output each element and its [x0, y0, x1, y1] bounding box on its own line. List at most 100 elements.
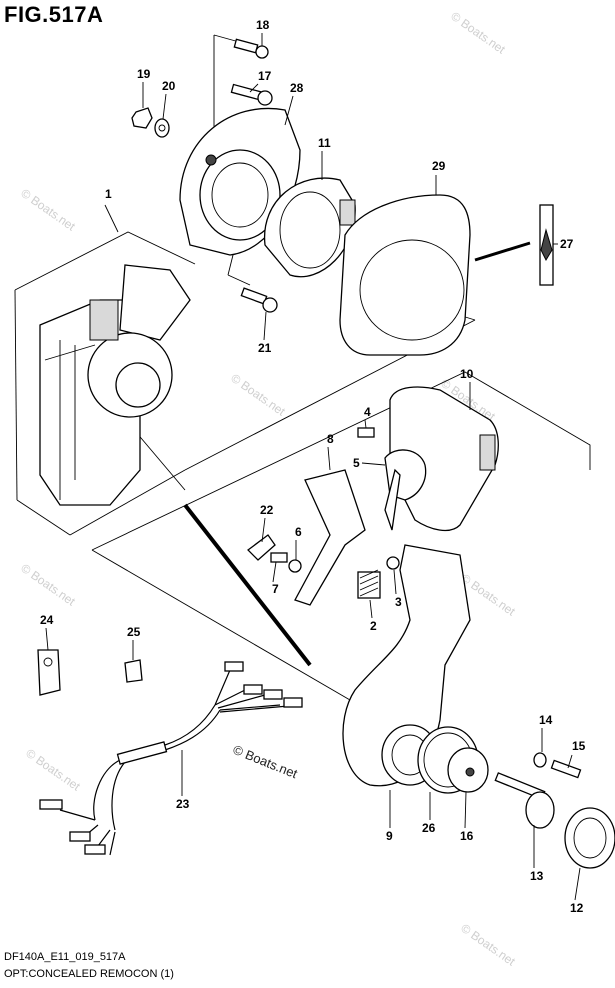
callout-number: 22	[260, 503, 274, 517]
callout-16: 16	[460, 791, 474, 843]
callout-leader-line	[45, 627, 49, 651]
callout-12: 12	[570, 867, 584, 915]
callout-number: 23	[176, 797, 190, 811]
trim-panel	[339, 194, 471, 356]
callout-23: 23	[176, 750, 190, 811]
callout-leader-line	[364, 419, 367, 429]
spring-nut	[357, 556, 400, 599]
callout-17: 17	[249, 69, 272, 93]
callout-leader-line	[369, 599, 373, 619]
callout-26: 26	[422, 792, 436, 835]
watermark-text: © Boats.net	[18, 561, 78, 609]
housing-cover	[389, 386, 499, 532]
callout-number: 2	[370, 619, 377, 633]
watermark-text: © Boats.net	[228, 371, 288, 419]
watermark-text: © Boats.net	[458, 921, 518, 969]
callout-number: 20	[162, 79, 176, 93]
callout-13: 13	[530, 825, 544, 883]
callout-number: 25	[127, 625, 141, 639]
watermark-text: © Boats.net	[231, 742, 300, 782]
callout-19: 19	[137, 67, 151, 108]
figure-title: FIG.517A	[4, 2, 104, 27]
callout-number: 13	[530, 869, 544, 883]
remote-control-assembly	[39, 264, 191, 506]
callout-number: 10	[460, 367, 474, 381]
callout-3: 3	[393, 569, 402, 609]
callout-number: 28	[290, 81, 304, 95]
callout-20: 20	[162, 79, 176, 120]
callout-15: 15	[567, 739, 586, 769]
callout-7: 7	[272, 561, 279, 596]
callout-leader-line	[272, 561, 277, 583]
callout-29: 29	[432, 159, 446, 195]
callout-number: 29	[432, 159, 446, 173]
callout-22: 22	[260, 503, 274, 543]
callout-number: 4	[364, 405, 371, 419]
callout-leader-line	[574, 867, 581, 901]
callout-number: 24	[40, 613, 54, 627]
callout-leader-line	[393, 569, 397, 595]
callout-number: 15	[572, 739, 586, 753]
figure-description: OPT:CONCEALED REMOCON (1)	[4, 968, 174, 980]
callout-number: 27	[560, 237, 574, 251]
callout-11: 11	[318, 136, 331, 180]
callout-1: 1	[104, 187, 119, 233]
watermark-text: © Boats.net	[23, 746, 83, 794]
callout-leader-line	[162, 93, 167, 120]
callout-number: 26	[422, 821, 436, 835]
callout-number: 11	[318, 136, 331, 150]
callout-number: 19	[137, 67, 151, 81]
callout-number: 1	[105, 187, 112, 201]
callout-number: 12	[570, 901, 584, 915]
callout-number: 6	[295, 525, 302, 539]
callout-number: 7	[272, 582, 279, 596]
callout-number: 8	[327, 432, 334, 446]
figure-code: DF140A_E11_019_517A	[4, 951, 126, 963]
wire-harness: © Boats.net	[39, 661, 303, 856]
callout-leader-line	[261, 517, 266, 543]
watermark-text: © Boats.net	[448, 9, 508, 57]
callout-27: 27	[553, 237, 574, 251]
clip-clamp	[37, 649, 143, 696]
callout-leader-line	[263, 311, 267, 341]
callout-10: 10	[460, 367, 474, 410]
callout-6: 6	[295, 525, 302, 560]
callout-number: 9	[386, 829, 393, 843]
callout-8: 8	[327, 432, 334, 471]
callout-leader-line	[249, 83, 259, 93]
callout-leader-line	[567, 754, 573, 769]
callout-21: 21	[258, 311, 272, 355]
callout-number: 18	[256, 18, 270, 32]
callout-14: 14	[539, 713, 553, 752]
callout-9: 9	[386, 790, 393, 843]
fasteners-top	[131, 38, 278, 313]
switch-assembly	[247, 534, 302, 573]
callout-number: 5	[353, 456, 360, 470]
callout-24: 24	[40, 613, 54, 651]
callout-leader-line	[104, 204, 119, 233]
bracket-ring	[264, 177, 356, 278]
callout-number: 14	[539, 713, 553, 727]
callout-labels: 1234567891011121314151617181920212223242…	[40, 18, 586, 915]
mounting-plate	[179, 107, 301, 256]
callout-leader-line	[284, 95, 294, 126]
shaft-knob	[494, 752, 615, 869]
watermark-text: © Boats.net	[18, 186, 78, 234]
callout-leader-line	[327, 446, 331, 471]
callout-28: 28	[284, 81, 304, 126]
lever-bar	[294, 469, 366, 606]
callout-5: 5	[353, 456, 386, 470]
callout-leader-line	[361, 462, 386, 466]
callout-number: 21	[258, 341, 272, 355]
callout-4: 4	[364, 405, 371, 429]
callout-2: 2	[369, 599, 377, 633]
spacer-part	[539, 204, 554, 286]
gasket-plate	[417, 726, 489, 794]
callout-leader-line	[464, 791, 467, 829]
callout-18: 18	[256, 18, 270, 46]
callout-number: 17	[258, 69, 272, 83]
callout-number: 3	[395, 595, 402, 609]
callout-number: 16	[460, 829, 474, 843]
